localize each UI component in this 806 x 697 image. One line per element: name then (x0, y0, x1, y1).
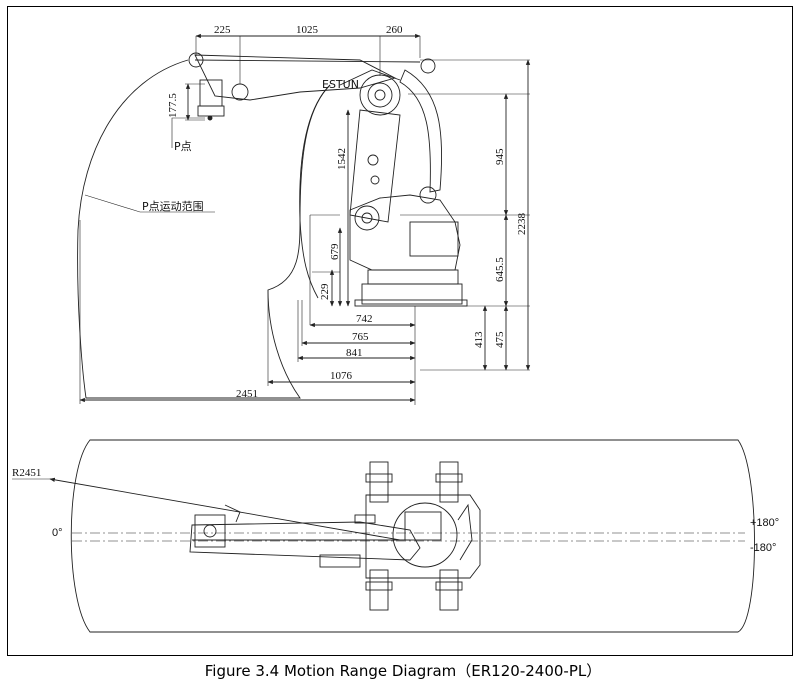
dim-177-5: 177.5 (167, 93, 179, 118)
radius-label: R2451 (12, 467, 41, 479)
parallel-link (399, 69, 443, 193)
upper-arm (349, 109, 401, 223)
motion-range-drawing: ESTUN (12, 24, 779, 633)
dim-742: 742 (356, 313, 373, 325)
dim-1025: 1025 (296, 24, 319, 36)
dim-679: 679 (329, 243, 341, 260)
top-view: R2451 0° +180° -180° (12, 439, 779, 633)
dim-229: 229 (319, 283, 331, 300)
top-wrist (194, 514, 226, 548)
base-plate (367, 269, 459, 285)
angle-zero-label: 0° (52, 527, 63, 539)
forearm (194, 54, 397, 101)
figure-caption: Figure 3.4 Motion Range Diagram（ER120-24… (204, 662, 602, 680)
robot-body (349, 194, 461, 271)
motor-housing (409, 221, 459, 257)
drawing-frame (7, 6, 793, 656)
angle-pos-180-label: +180° (750, 517, 779, 529)
dim-945: 945 (494, 148, 506, 165)
inner-envelope (299, 84, 331, 299)
dim-225: 225 (214, 24, 231, 36)
dim-1076: 1076 (330, 370, 353, 382)
dim-475: 475 (494, 331, 506, 348)
dim-2238: 2238 (516, 213, 528, 236)
brand-label: ESTUN (322, 78, 359, 91)
dim-1542: 1542 (336, 148, 348, 170)
dim-765: 765 (352, 331, 369, 343)
dim-2451: 2451 (236, 388, 258, 400)
robot-base (361, 283, 463, 305)
motion-range-label: P点运动范围 (142, 199, 204, 213)
motion-envelope (77, 59, 331, 399)
top-turntable (365, 494, 481, 579)
p-point-marker (207, 115, 213, 121)
elbow-joint (359, 74, 401, 116)
dim-841: 841 (346, 347, 363, 359)
dim-260: 260 (386, 24, 403, 36)
top-view-envelope (70, 439, 755, 633)
p-point-label: P点 (174, 140, 192, 153)
side-view: ESTUN (77, 24, 531, 405)
angle-neg-180-label: -180° (750, 542, 776, 554)
dim-413: 413 (473, 331, 485, 348)
dim-645-5: 645.5 (494, 257, 506, 282)
top-arm (189, 521, 421, 561)
base-foot (354, 299, 468, 307)
shoulder-joint (354, 205, 380, 231)
